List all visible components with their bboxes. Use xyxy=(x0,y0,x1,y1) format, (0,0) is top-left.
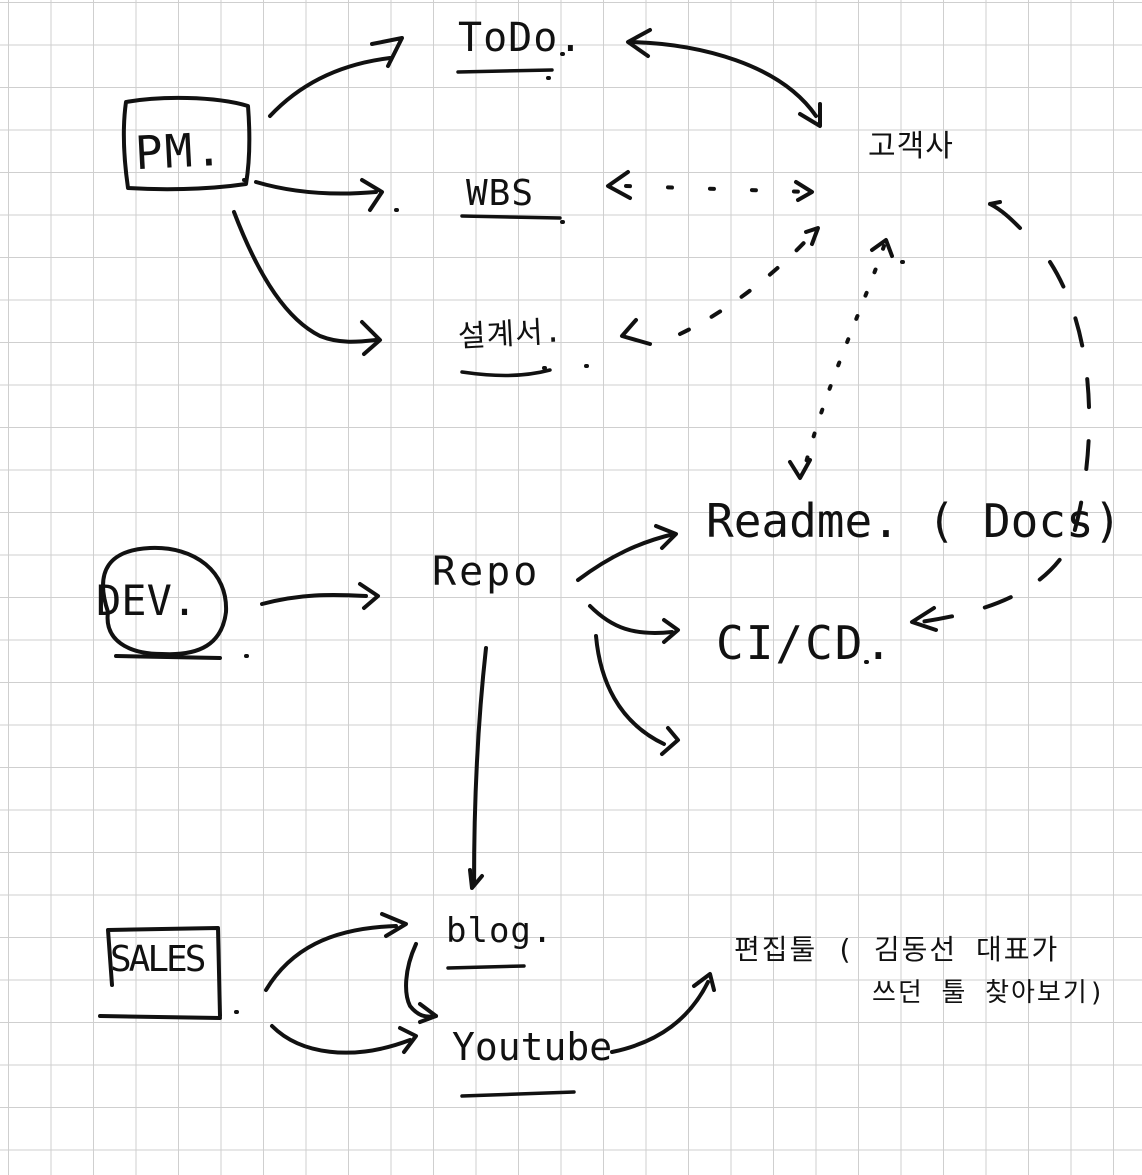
wbs-underline xyxy=(460,214,562,220)
arrow-youtube-editor-head xyxy=(692,972,716,992)
arrow-client-readme-head-top xyxy=(870,238,894,258)
arrow-pm-design xyxy=(232,210,378,344)
arrow-repo-empty-head xyxy=(660,726,680,756)
arrow-pm-todo xyxy=(268,56,392,118)
arrow-todo-client xyxy=(630,40,818,118)
arrow-sales-youtube xyxy=(270,1024,412,1055)
node-blog: blog. xyxy=(446,911,554,951)
arrow-blog-youtube xyxy=(404,942,438,1019)
design-underline xyxy=(460,368,552,378)
node-todo: ToDo. xyxy=(458,15,584,61)
arrow-client-readme-head-bottom xyxy=(788,458,812,480)
arrow-todo-client-head-left xyxy=(626,28,652,58)
arrow-wbs-client-head-left xyxy=(606,170,632,200)
arrow-pm-wbs xyxy=(254,180,378,196)
arrow-dev-repo xyxy=(260,592,368,606)
arrow-wbs-client-head-right xyxy=(794,180,814,202)
arrow-youtube-editor xyxy=(610,980,710,1054)
youtube-underline xyxy=(460,1090,576,1098)
node-wbs: WBS xyxy=(466,173,535,214)
arrow-repo-readme xyxy=(576,532,676,582)
arrow-pm-todo-head xyxy=(370,36,404,68)
arrow-dev-repo-head xyxy=(358,582,380,610)
arrow-sales-blog xyxy=(264,924,398,992)
arrow-client-cicd-head-bottom xyxy=(910,606,938,632)
arrow-repo-cicd-head xyxy=(662,618,680,644)
note-editor-line2: 쓰던 툴 찾아보기) xyxy=(872,978,1107,1008)
sales-box xyxy=(98,926,222,1020)
dev-box xyxy=(101,545,229,657)
node-sales: SALES xyxy=(110,939,206,980)
arrow-repo-cicd xyxy=(588,604,674,635)
node-repo: Repo xyxy=(432,549,541,595)
arrow-pm-wbs-head xyxy=(360,178,384,212)
dev-underline xyxy=(114,654,222,660)
arrow-repo-readme-head xyxy=(654,524,678,550)
node-pm: PM. xyxy=(133,121,226,181)
arrow-pm-design-head xyxy=(360,320,382,356)
stray-dots xyxy=(234,52,905,1014)
node-youtube: Youtube xyxy=(452,1025,613,1069)
arrow-design-client-dotted xyxy=(678,230,816,336)
todo-underline xyxy=(456,68,554,74)
node-readme: Readme. ( Docs) xyxy=(706,494,1122,548)
arrow-client-readme-dotted xyxy=(802,244,886,472)
arrow-todo-client-head-right xyxy=(798,102,822,128)
arrow-blog-youtube-head xyxy=(418,1002,438,1024)
arrow-design-client-head-right xyxy=(804,226,820,246)
arrow-sales-blog-head xyxy=(380,912,408,938)
arrow-repo-blog xyxy=(472,646,488,886)
node-design-doc: 설계서. xyxy=(457,314,564,355)
arrow-repo-blog-head xyxy=(468,868,484,890)
arrow-design-client-head-left xyxy=(620,318,652,346)
pm-box xyxy=(121,95,252,192)
note-editor-line1: 편집툴 ( 김동선 대표가 xyxy=(734,933,1060,966)
arrow-client-cicd-dashed xyxy=(918,260,1092,624)
node-cicd: CI/CD. xyxy=(716,616,895,670)
arrow-client-cicd-head-top xyxy=(988,200,1022,230)
blog-underline xyxy=(446,964,526,970)
node-client: 고객사 xyxy=(868,129,954,164)
node-dev: DEV. xyxy=(96,576,198,625)
arrow-wbs-client-dotted xyxy=(624,184,812,194)
arrow-repo-empty xyxy=(594,634,666,746)
arrow-sales-youtube-head xyxy=(398,1026,418,1054)
